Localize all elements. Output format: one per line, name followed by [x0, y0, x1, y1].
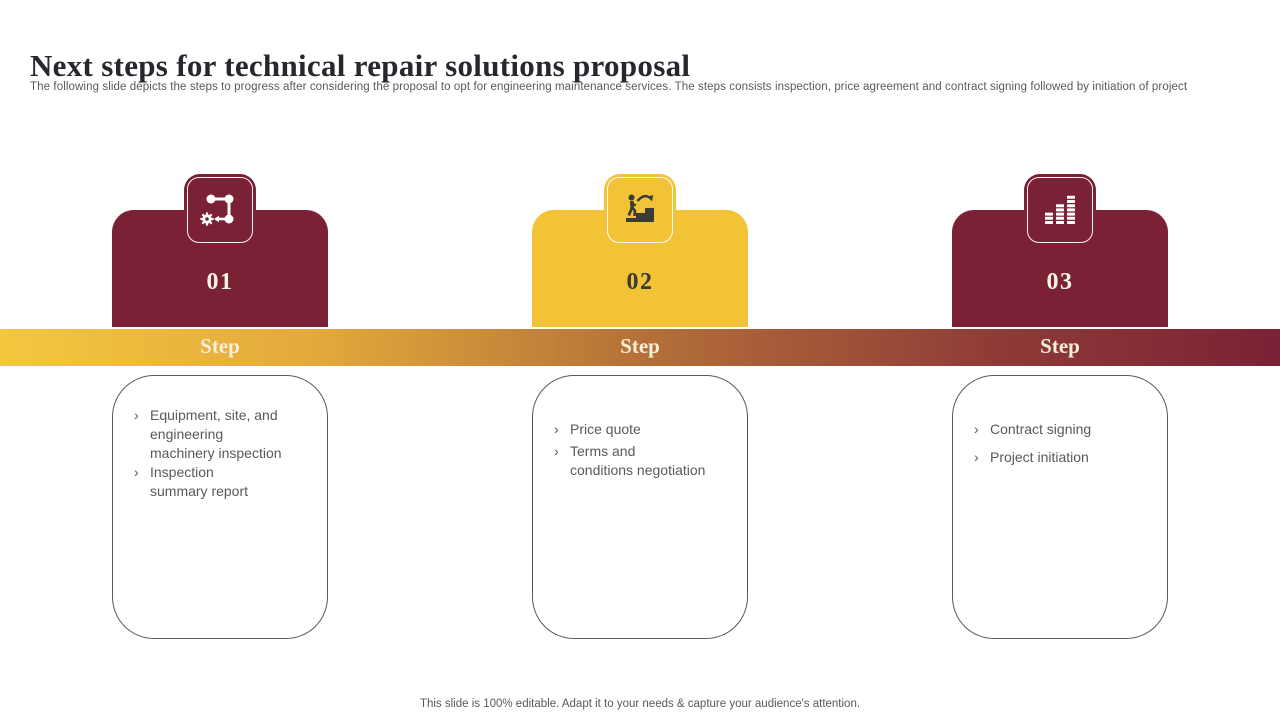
- step-1-icon-badge: [184, 174, 256, 246]
- list-item: Inspection summary report: [134, 463, 313, 501]
- step-column-3: 03 Step Contract signing Project initiat…: [952, 0, 1168, 720]
- step-3-number: 03: [1046, 269, 1074, 295]
- list-item: Project initiation: [974, 448, 1153, 467]
- step-column-2: 02 Step Price quote Terms and conditions…: [532, 0, 748, 720]
- step-2-icon-badge: [604, 174, 676, 246]
- step-3-bullet-list: Contract signing Project initiation: [953, 376, 1167, 467]
- step-1-detail-card: Equipment, site, and engineering machine…: [112, 375, 328, 639]
- page-title: Next steps for technical repair solution…: [30, 47, 691, 83]
- step-3-icon-badge: [1024, 174, 1096, 246]
- step-2-band-label: Step: [620, 334, 660, 358]
- step-3-detail-card: Contract signing Project initiation: [952, 375, 1168, 639]
- step-column-1: 01 Step Equipment, site, and engineering…: [112, 0, 328, 720]
- step-gradient-band: [0, 329, 1280, 366]
- list-item: Terms and conditions negotiation: [554, 442, 733, 480]
- step-1-band-label: Step: [200, 334, 240, 358]
- step-1-number: 01: [206, 269, 234, 295]
- slide-subtitle: The following slide depicts the steps to…: [30, 81, 1188, 93]
- editable-note: This slide is 100% editable. Adapt it to…: [419, 698, 861, 710]
- step-3-band-label: Step: [1040, 334, 1080, 358]
- list-item: Contract signing: [974, 420, 1153, 439]
- list-item: Price quote: [554, 420, 733, 439]
- step-2-bullet-list: Price quote Terms and conditions negotia…: [533, 376, 747, 480]
- step-1-bullet-list: Equipment, site, and engineering machine…: [113, 376, 327, 501]
- step-2-detail-card: Price quote Terms and conditions negotia…: [532, 375, 748, 639]
- step-2-number: 02: [626, 269, 654, 295]
- list-item: Equipment, site, and engineering machine…: [134, 406, 313, 463]
